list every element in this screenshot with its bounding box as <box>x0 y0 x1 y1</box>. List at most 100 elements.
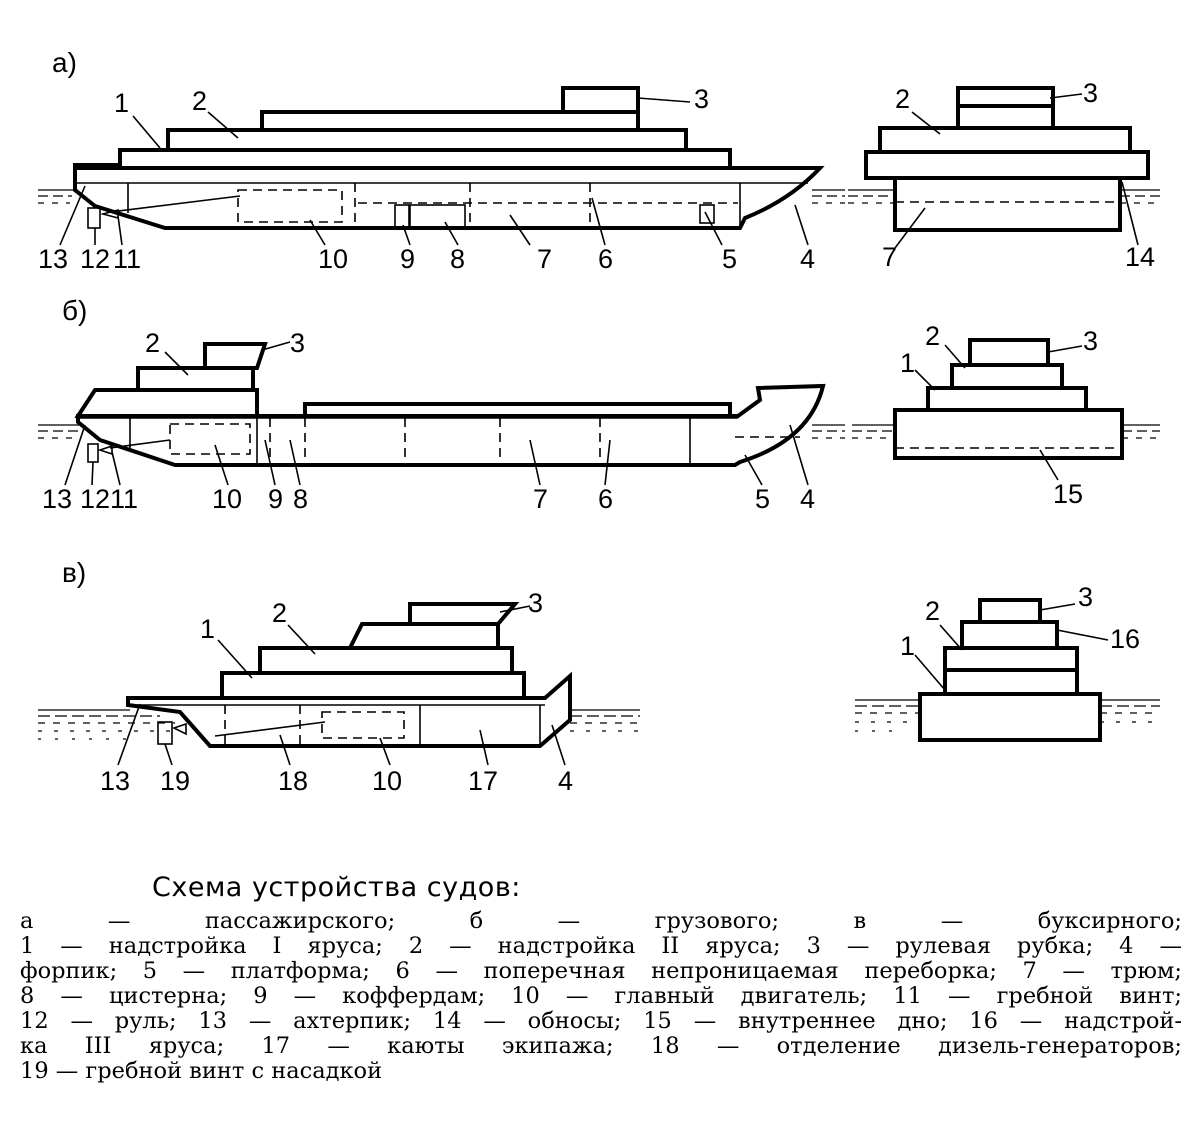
label-13-b: 13 <box>42 484 72 514</box>
label-4-a: 4 <box>800 244 815 274</box>
caption-line: 1 — надстройка I яруса; 2 — надстройка I… <box>20 934 1182 959</box>
cofferdam-a <box>394 204 410 228</box>
superstructure-tier1-front-v <box>943 668 1079 696</box>
label-3-v-front: 3 <box>1078 582 1093 612</box>
label-12-b: 12 <box>80 484 110 514</box>
part-label-a: а) <box>52 47 77 78</box>
superstructure-tier2-a <box>166 128 688 152</box>
label-11-b: 11 <box>110 484 138 514</box>
superstructure-tier3-front-v <box>960 620 1059 650</box>
label-2-a-front: 2 <box>895 84 910 114</box>
hull-passenger <box>73 166 825 230</box>
scheme-tug: в) <box>38 557 1160 796</box>
label-2-a: 2 <box>192 86 207 116</box>
wheelhouse-v <box>408 602 520 626</box>
label-6-b: 6 <box>598 484 613 514</box>
waterline-v-front <box>855 699 1160 732</box>
label-11-a: 11 <box>113 244 141 274</box>
label-13-v: 13 <box>100 766 130 796</box>
superstructure-tier1-v <box>220 671 526 700</box>
part-label-v: в) <box>62 557 86 588</box>
caption-line: ка III яруса; 17 — каюты экипажа; 18 — о… <box>20 1034 1182 1059</box>
hull-front-v <box>918 692 1102 742</box>
wheelhouse-a <box>561 86 640 114</box>
label-2-v-front: 2 <box>925 596 940 626</box>
label-5-a: 5 <box>722 244 737 274</box>
waterline-v-side <box>38 709 640 740</box>
label-1-v-front: 1 <box>900 631 915 661</box>
label-7-b: 7 <box>533 484 548 514</box>
label-10-b: 10 <box>212 484 242 514</box>
label-19-v: 19 <box>160 766 190 796</box>
superstructure-tier2-front-b <box>950 363 1064 390</box>
caption-line: 19 — гребной винт с насадкой <box>20 1059 383 1084</box>
rudder-b <box>87 443 99 463</box>
main-engine-b <box>169 423 251 455</box>
part-label-b: б) <box>62 295 87 326</box>
label-5-b: 5 <box>755 484 770 514</box>
superstructure-front-a <box>864 150 1150 180</box>
waterline-a-side <box>38 189 845 204</box>
rudder-a <box>87 207 101 229</box>
label-4-v: 4 <box>558 766 573 796</box>
scheme-passenger: а) <box>38 47 1160 274</box>
label-12-a: 12 <box>80 244 110 274</box>
label-3-b: 3 <box>290 328 305 358</box>
label-3-v: 3 <box>528 588 543 618</box>
main-engine-v <box>321 711 405 739</box>
label-1-a: 1 <box>114 88 129 118</box>
label-1-b-front: 1 <box>900 348 915 378</box>
superstructure-tier1-b <box>74 388 259 418</box>
label-16-v-front: 16 <box>1110 624 1140 654</box>
hull-front-b <box>893 408 1124 460</box>
label-9-a: 9 <box>400 244 415 274</box>
caption-line: 8 — цистерна; 9 — коффердам; 10 — главны… <box>20 984 1182 1009</box>
hull-cargo <box>76 383 826 467</box>
tank-a <box>409 204 466 228</box>
label-14-a-front: 14 <box>1125 242 1155 272</box>
figure-caption: Схема устройства судов: а — пассажирског… <box>20 868 1182 1084</box>
caption-line: форпик; 5 — платформа; 6 — поперечная не… <box>20 959 1182 984</box>
superstructure-tier2-v <box>258 646 514 675</box>
caption-line: 12 — руль; 13 — ахтерпик; 14 — обносы; 1… <box>20 1009 1182 1034</box>
caption-title: Схема устройства судов: <box>152 872 521 903</box>
label-1-v: 1 <box>200 614 215 644</box>
label-4-b: 4 <box>800 484 815 514</box>
waterline-a-front <box>848 189 1160 204</box>
wheelhouse-front-v <box>978 598 1042 624</box>
propeller-a <box>99 208 119 220</box>
label-7-a: 7 <box>537 244 552 274</box>
label-17-v: 17 <box>468 766 498 796</box>
label-7-a-front: 7 <box>882 242 897 272</box>
label-3-a: 3 <box>694 84 709 114</box>
label-10-a: 10 <box>318 244 348 274</box>
superstructure-tier1-front-b <box>926 386 1088 412</box>
label-15-b-front: 15 <box>1053 479 1083 509</box>
ship-schemes-figure: а) <box>38 47 1160 796</box>
propeller-nozzle-v <box>157 721 173 745</box>
wheelhouse-front-a <box>956 86 1055 108</box>
wheelhouse-b <box>203 342 268 370</box>
label-13-a: 13 <box>38 244 68 274</box>
label-8-b: 8 <box>293 484 308 514</box>
label-6-a: 6 <box>598 244 613 274</box>
label-3-b-front: 3 <box>1083 326 1098 356</box>
hatch-coaming-b <box>303 402 732 418</box>
label-2-v: 2 <box>272 598 287 628</box>
label-3-a-front: 3 <box>1083 78 1098 108</box>
hull-front-a <box>893 176 1122 232</box>
waterline-b-front <box>852 424 1160 439</box>
superstructure-tier2-b <box>136 366 255 392</box>
waterline-b-side <box>38 424 845 439</box>
scheme-cargo: б) <box>38 295 1160 514</box>
wheelhouse-front-b <box>968 338 1050 367</box>
label-10-v: 10 <box>372 766 402 796</box>
label-18-v: 18 <box>278 766 308 796</box>
superstructure-tier1-a <box>73 148 732 170</box>
label-2-b: 2 <box>145 328 160 358</box>
propeller-b <box>97 444 113 456</box>
caption-line: а — пассажирского; б — грузового; в — бу… <box>20 909 1182 934</box>
label-9-b: 9 <box>268 484 283 514</box>
main-engine-a <box>237 189 343 223</box>
label-2-b-front: 2 <box>925 321 940 351</box>
